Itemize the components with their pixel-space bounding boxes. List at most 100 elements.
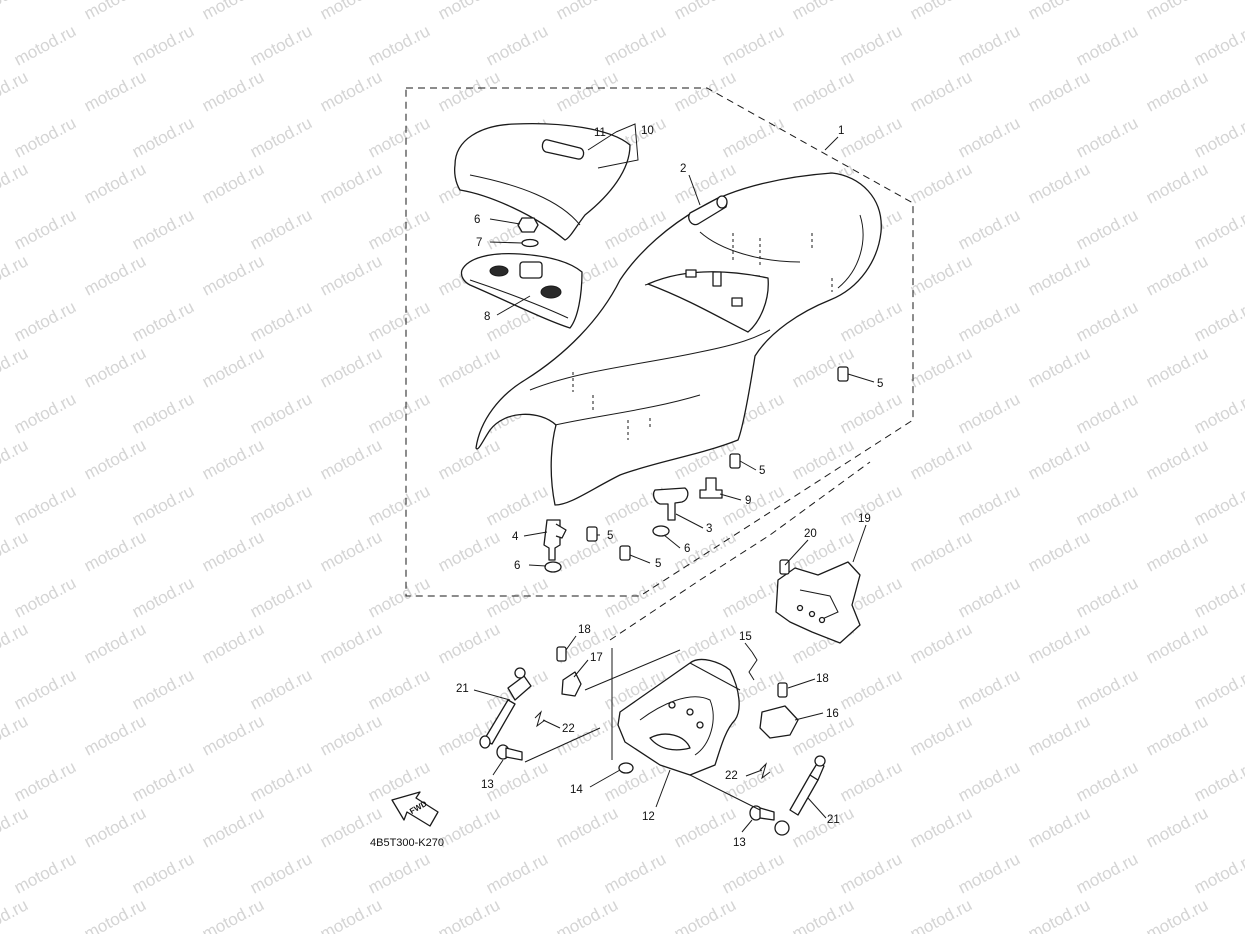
watermark-text: motod.ru	[955, 573, 1023, 621]
watermark-text: motod.ru	[1025, 0, 1093, 24]
callout-labels: 1 2 10 11 6 7 8 5 5 9 3 6 4 5 5 6 20 19 …	[456, 125, 883, 849]
watermark-text: motod.ru	[553, 67, 621, 115]
watermark-text: motod.ru	[247, 849, 315, 897]
hinge-frame	[617, 658, 741, 776]
callout-6: 6	[474, 214, 480, 226]
callout-11: 11	[594, 127, 606, 139]
watermark-text: motod.ru	[317, 159, 385, 207]
callout-20: 20	[804, 528, 817, 540]
callout-13: 13	[733, 837, 746, 849]
watermark-text: motod.ru	[435, 343, 503, 391]
watermark-text: motod.ru	[435, 0, 503, 24]
watermark-text: motod.ru	[247, 757, 315, 805]
watermark-text: motod.ru	[11, 849, 79, 897]
watermark-text: motod.ru	[11, 757, 79, 805]
watermark-text: motod.ru	[0, 803, 31, 851]
watermark-text: motod.ru	[365, 849, 433, 897]
callout-6: 6	[514, 560, 520, 572]
callout-5: 5	[877, 378, 883, 390]
watermark-text: motod.ru	[1191, 757, 1245, 805]
watermark-text: motod.ru	[837, 21, 905, 69]
watermark-text: motod.ru	[11, 205, 79, 253]
watermark-text: motod.ru	[1143, 159, 1211, 207]
callout-7: 7	[476, 237, 482, 249]
watermark-text: motod.ru	[955, 21, 1023, 69]
watermark-text: motod.ru	[317, 435, 385, 483]
watermark-text: motod.ru	[789, 0, 857, 24]
watermark-text: motod.ru	[81, 159, 149, 207]
nut-14	[618, 762, 634, 774]
watermark-text: motod.ru	[81, 343, 149, 391]
watermark-text: motod.ru	[1143, 711, 1211, 759]
watermark-text: motod.ru	[1191, 205, 1245, 253]
watermark-text: motod.ru	[1143, 435, 1211, 483]
callout-5: 5	[759, 465, 765, 477]
watermark-text: motod.ru	[0, 343, 31, 391]
watermark-text: motod.ru	[129, 297, 197, 345]
watermark-text: motod.ru	[789, 895, 857, 934]
watermark-text: motod.ru	[1191, 665, 1245, 713]
watermark-text: motod.ru	[247, 665, 315, 713]
watermark-text: motod.ru	[837, 757, 905, 805]
callout-5: 5	[655, 558, 661, 570]
watermark-text: motod.ru	[317, 711, 385, 759]
callout-4: 4	[512, 531, 519, 543]
watermark-text: motod.ru	[1073, 665, 1141, 713]
watermark-text: motod.ru	[247, 297, 315, 345]
grab-strap	[688, 195, 728, 226]
watermark-text: motod.ru	[11, 297, 79, 345]
watermark-text: motod.ru	[199, 711, 267, 759]
watermark-text: motod.ru	[907, 435, 975, 483]
clip-15	[748, 651, 758, 681]
watermark-text: motod.ru	[1191, 481, 1245, 529]
watermark-text: motod.ru	[129, 573, 197, 621]
callout-14: 14	[570, 784, 583, 796]
watermark-text: motod.ru	[199, 527, 267, 575]
watermark-text: motod.ru	[247, 21, 315, 69]
watermark-text: motod.ru	[1025, 435, 1093, 483]
watermark-text: motod.ru	[11, 573, 79, 621]
seat-lock-bracket	[775, 559, 861, 644]
watermark-text: motod.ru	[1073, 21, 1141, 69]
watermark-text: motod.ru	[1025, 343, 1093, 391]
callout-21: 21	[827, 814, 840, 826]
watermark-text: motod.ru	[1191, 21, 1245, 69]
watermark-text: motod.ru	[1191, 297, 1245, 345]
watermark-text: motod.ru	[81, 251, 149, 299]
fwd-arrow-icon: FWD	[391, 791, 439, 827]
watermark-text: motod.ru	[1025, 711, 1093, 759]
watermark-text: motod.ru	[0, 67, 31, 115]
watermark-text: motod.ru	[0, 435, 31, 483]
watermark-text: motod.ru	[247, 389, 315, 437]
watermark-text: motod.ru	[719, 113, 787, 161]
watermark-text: motod.ru	[837, 665, 905, 713]
watermark-text: motod.ru	[1073, 481, 1141, 529]
watermark-text: motod.ru	[199, 251, 267, 299]
clip-22-right	[759, 762, 771, 780]
watermark-text: motod.ru	[317, 67, 385, 115]
watermark-text: motod.ru	[907, 895, 975, 934]
callout-5: 5	[607, 530, 613, 542]
watermark-text: motod.ru	[0, 619, 31, 667]
watermark-text: motod.ru	[1143, 251, 1211, 299]
watermark-text: motod.ru	[129, 849, 197, 897]
watermark-text: motod.ru	[435, 619, 503, 667]
watermark-text: motod.ru	[0, 527, 31, 575]
gas-strut-left	[479, 667, 532, 749]
watermark-text: motod.ru	[11, 665, 79, 713]
watermark-text: motod.ru	[1025, 251, 1093, 299]
watermark-text: motod.ru	[907, 527, 975, 575]
watermark-text: motod.ru	[11, 113, 79, 161]
watermark-text: motod.ru	[365, 481, 433, 529]
watermark-text: motod.ru	[1143, 803, 1211, 851]
watermark-text: motod.ru	[317, 0, 385, 24]
callout-10: 10	[641, 125, 654, 137]
watermark-text: motod.ru	[129, 205, 197, 253]
callout-3: 3	[706, 523, 712, 535]
watermark-text: motod.ru	[601, 21, 669, 69]
watermark-text: motod.ru	[553, 711, 621, 759]
passenger-seat	[454, 123, 631, 241]
watermark-text: motod.ru	[129, 21, 197, 69]
watermark-text: motod.ru	[1025, 159, 1093, 207]
bolt-13-right	[749, 805, 775, 821]
